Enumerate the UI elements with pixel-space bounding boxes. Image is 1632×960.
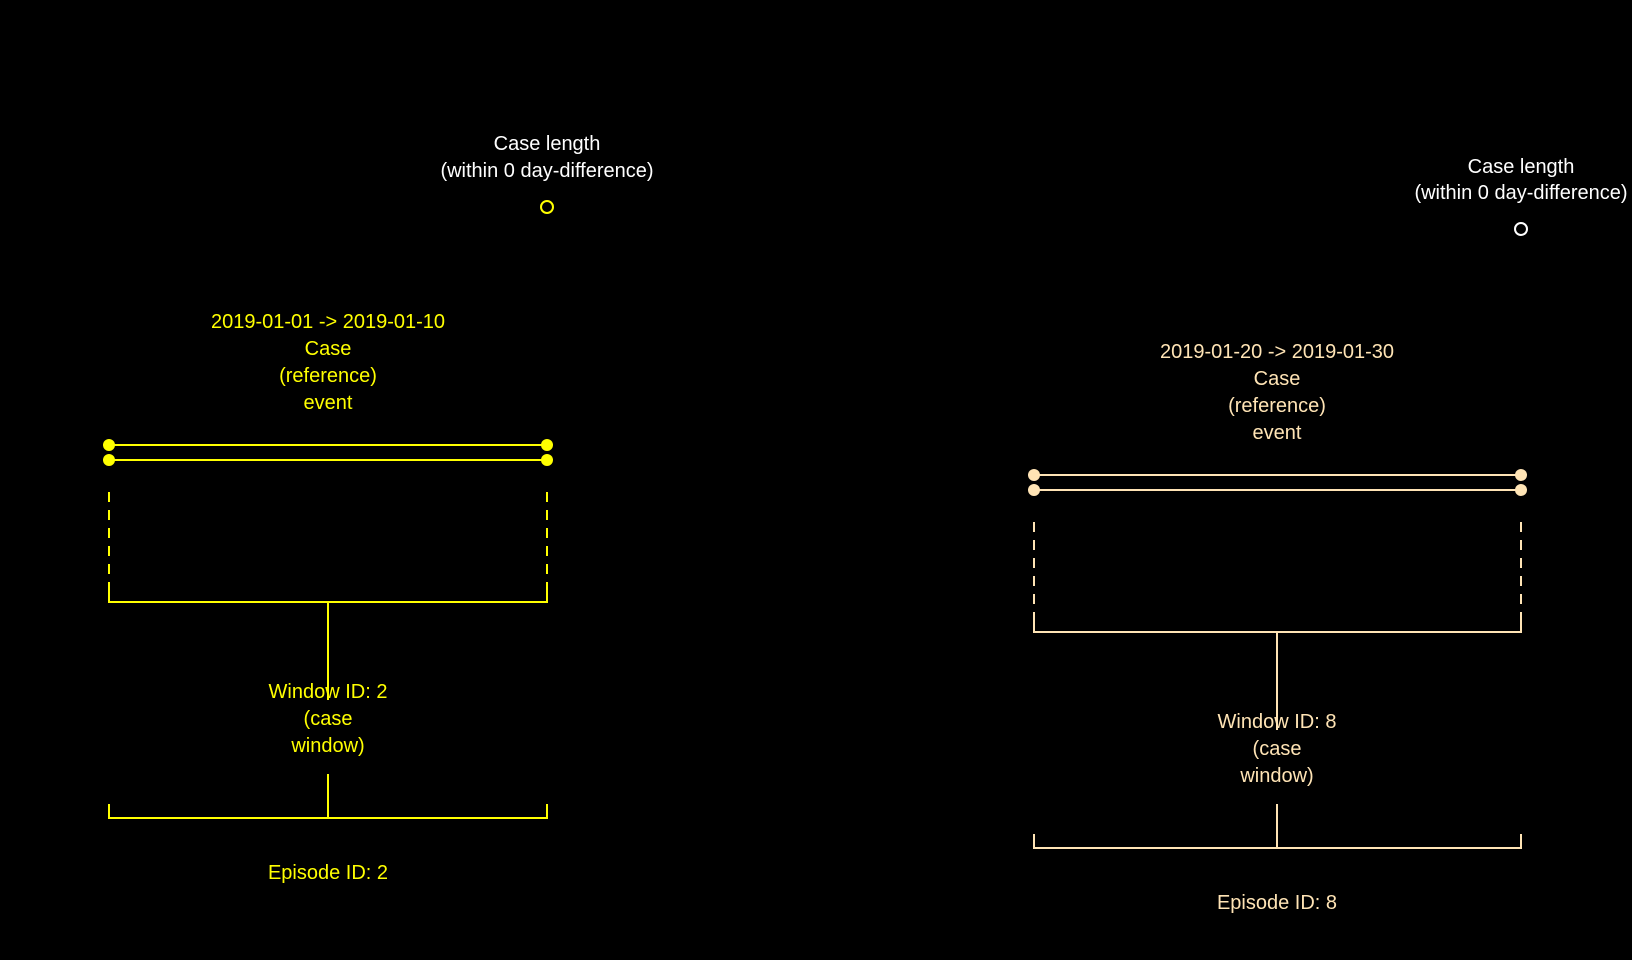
episode-id-label: Episode ID: 2 <box>268 862 388 884</box>
event-label-line1: Case <box>305 338 352 360</box>
event-label-line3: event <box>304 392 353 414</box>
group-a-labels: Case length (within 0 day-difference) 20… <box>211 133 654 884</box>
event-label-line3: event <box>1253 422 1302 444</box>
event-end-dot-top <box>1515 469 1527 481</box>
group-a <box>103 200 554 819</box>
window-bracket <box>108 590 548 603</box>
event-end-dot-top <box>541 439 553 451</box>
case-length-subtitle: (within 0 day-difference) <box>1414 182 1627 204</box>
case-length-subtitle: (within 0 day-difference) <box>440 160 653 182</box>
window-bracket <box>1033 620 1522 633</box>
event-label-line2: (reference) <box>1228 395 1326 417</box>
event-date-range: 2019-01-20 -> 2019-01-30 <box>1160 341 1394 363</box>
event-label-line1: Case <box>1254 368 1301 390</box>
event-end-dot-bottom <box>1515 484 1527 496</box>
event-date-range: 2019-01-01 -> 2019-01-10 <box>211 311 445 333</box>
window-label-line2: (case <box>1253 738 1302 760</box>
episode-bracket <box>1033 834 1522 849</box>
window-id-label: Window ID: 8 <box>1218 711 1337 733</box>
event-start-dot-top <box>103 439 115 451</box>
event-start-dot-bottom <box>1028 484 1040 496</box>
case-length-marker <box>540 200 554 214</box>
window-id-label: Window ID: 2 <box>269 681 388 703</box>
window-label-line3: window) <box>290 735 364 757</box>
episode-bracket <box>108 804 548 819</box>
group-b <box>1028 222 1528 849</box>
episode-id-label: Episode ID: 8 <box>1217 892 1337 914</box>
event-end-dot-bottom <box>541 454 553 466</box>
case-length-title: Case length <box>1468 156 1575 178</box>
event-start-dot-top <box>1028 469 1040 481</box>
case-length-marker <box>1514 222 1528 236</box>
group-b-labels: Case length (within 0 day-difference) 20… <box>1160 156 1628 914</box>
case-length-title: Case length <box>494 133 601 155</box>
window-label-line2: (case <box>304 708 353 730</box>
event-label-line2: (reference) <box>279 365 377 387</box>
window-label-line3: window) <box>1239 765 1313 787</box>
event-start-dot-bottom <box>103 454 115 466</box>
